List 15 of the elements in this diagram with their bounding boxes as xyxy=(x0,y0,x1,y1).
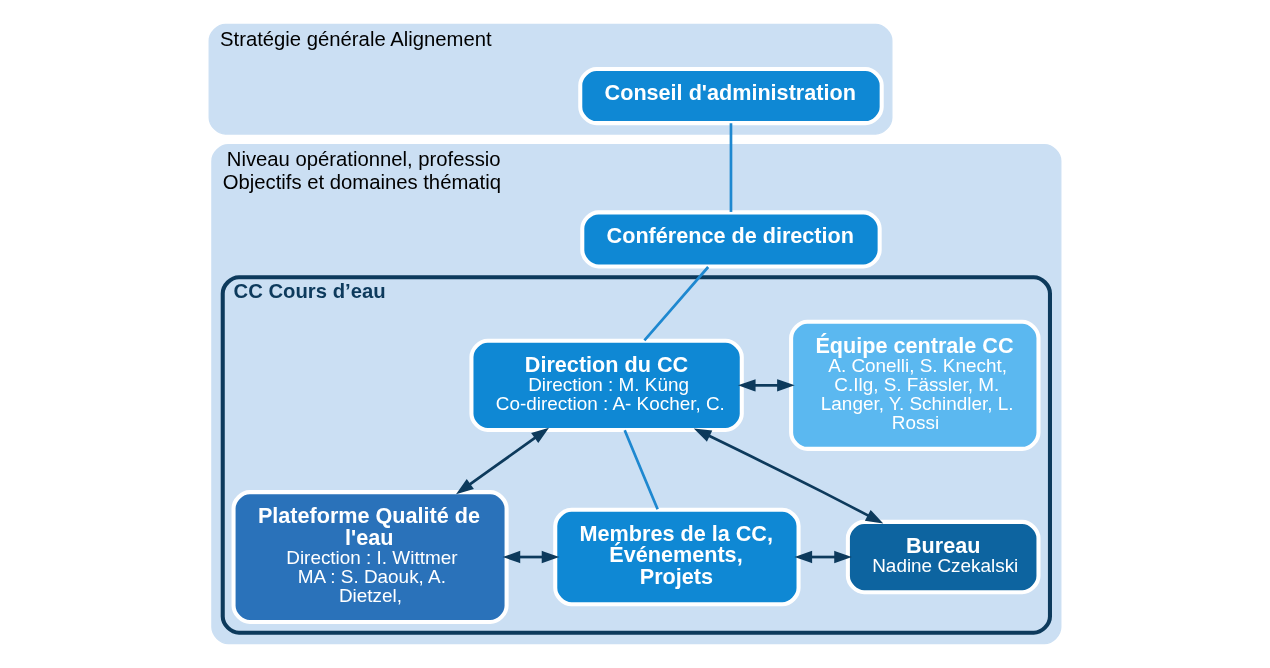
node-box: Membres de la CC, Événements, Projets xyxy=(553,507,801,607)
connector xyxy=(643,266,710,342)
arrow xyxy=(693,428,884,524)
node-box: Conférence de direction xyxy=(580,210,882,269)
node-box: Plateforme Qualité de l'eau Direction : I. Wittmer MA : S. Daouk, A. Dietzel, xyxy=(231,490,509,624)
arrow xyxy=(502,550,560,564)
arrow xyxy=(456,427,549,495)
node-box: Équipe centrale CC A. Conelli, S. Knecht, C.Ilg, S. Fässler, M. Langer, Y. Schindler, L. Rossi xyxy=(789,319,1041,451)
node-box: Direction du CC Direction : M. Küng Co-direction : A- Kocher, C. xyxy=(469,338,744,432)
connector xyxy=(623,429,659,510)
node-box: Bureau Nadine Czekalski xyxy=(845,519,1041,595)
node-box: Conseil d'administration xyxy=(578,67,884,126)
arrow xyxy=(794,550,852,564)
connector xyxy=(729,123,733,212)
arrow xyxy=(737,379,795,392)
